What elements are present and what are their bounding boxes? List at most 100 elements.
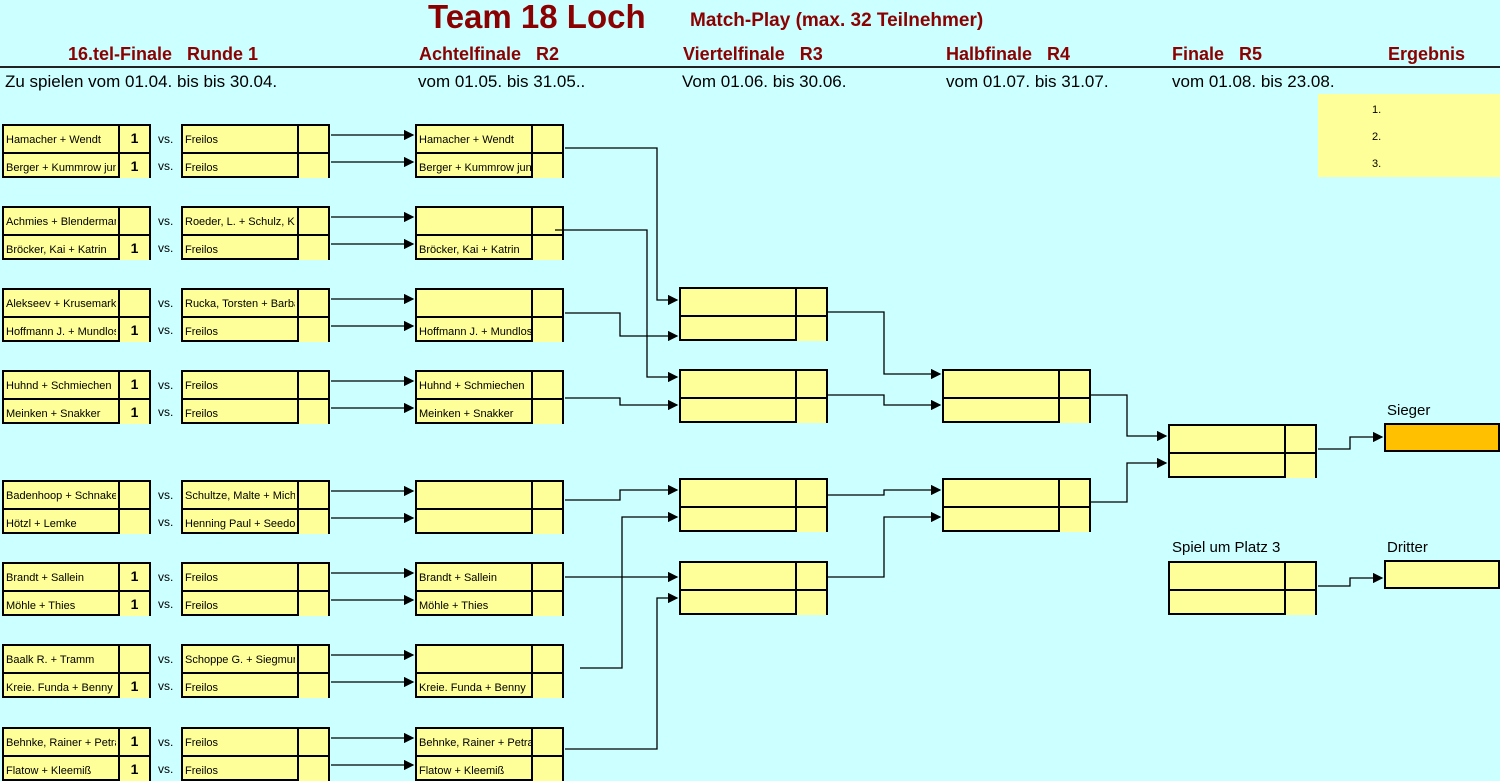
score-cell[interactable] bbox=[118, 510, 149, 534]
score-cell[interactable]: 1 bbox=[118, 564, 149, 590]
match-slot[interactable] bbox=[1170, 563, 1315, 589]
match-slot[interactable] bbox=[417, 290, 562, 316]
score-cell[interactable] bbox=[297, 372, 328, 398]
match-slot[interactable] bbox=[944, 480, 1089, 506]
match-slot[interactable]: Berger + Kummrow jun.1 bbox=[4, 152, 149, 178]
match-slot[interactable] bbox=[1170, 426, 1315, 452]
score-cell[interactable] bbox=[1284, 591, 1315, 615]
match-slot[interactable]: Freilos bbox=[183, 316, 328, 342]
score-cell[interactable]: 1 bbox=[118, 757, 149, 781]
match-slot[interactable] bbox=[681, 480, 826, 506]
match-slot[interactable] bbox=[944, 506, 1089, 532]
match-slot[interactable] bbox=[944, 397, 1089, 423]
score-cell[interactable] bbox=[795, 508, 826, 532]
match-slot[interactable]: Meinken + Snakker bbox=[417, 398, 562, 424]
score-cell[interactable]: 1 bbox=[118, 372, 149, 398]
match-slot[interactable]: Huhnd + Schmiechen bbox=[417, 372, 562, 398]
match-slot[interactable] bbox=[681, 289, 826, 315]
score-cell[interactable] bbox=[531, 400, 562, 424]
score-cell[interactable] bbox=[297, 482, 328, 508]
match-slot[interactable] bbox=[1170, 452, 1315, 478]
score-cell[interactable]: 1 bbox=[118, 400, 149, 424]
match-slot[interactable]: Behnke, Rainer + Petra bbox=[417, 729, 562, 755]
score-cell[interactable] bbox=[795, 371, 826, 397]
match-slot[interactable]: Schultze, Malte + Michael bbox=[183, 482, 328, 508]
match-slot[interactable]: Hötzl + Lemke bbox=[4, 508, 149, 534]
score-cell[interactable] bbox=[118, 482, 149, 508]
score-cell[interactable] bbox=[297, 318, 328, 342]
score-cell[interactable] bbox=[297, 510, 328, 534]
match-slot[interactable]: Freilos bbox=[183, 672, 328, 698]
score-cell[interactable]: 1 bbox=[118, 729, 149, 755]
score-cell[interactable] bbox=[297, 646, 328, 672]
match-slot[interactable]: Freilos bbox=[183, 152, 328, 178]
score-cell[interactable] bbox=[531, 154, 562, 178]
match-slot[interactable] bbox=[681, 589, 826, 615]
score-cell[interactable]: 1 bbox=[118, 592, 149, 616]
match-slot[interactable]: Rucka, Torsten + Barbara bbox=[183, 290, 328, 316]
score-cell[interactable] bbox=[297, 154, 328, 178]
score-cell[interactable] bbox=[297, 674, 328, 698]
match-slot[interactable] bbox=[681, 506, 826, 532]
match-slot[interactable] bbox=[681, 397, 826, 423]
score-cell[interactable] bbox=[531, 592, 562, 616]
score-cell[interactable] bbox=[297, 208, 328, 234]
score-cell[interactable] bbox=[1284, 426, 1315, 452]
score-cell[interactable] bbox=[1284, 454, 1315, 478]
score-cell[interactable] bbox=[118, 208, 149, 234]
match-slot[interactable]: Henning Paul + Seedorf bbox=[183, 508, 328, 534]
match-slot[interactable]: Möhle + Thies bbox=[417, 590, 562, 616]
match-slot[interactable]: Freilos bbox=[183, 234, 328, 260]
score-cell[interactable] bbox=[1058, 371, 1089, 397]
third-cell[interactable] bbox=[1384, 560, 1500, 589]
score-cell[interactable] bbox=[795, 399, 826, 423]
match-slot[interactable]: Hamacher + Wendt bbox=[417, 126, 562, 152]
score-cell[interactable] bbox=[118, 290, 149, 316]
score-cell[interactable] bbox=[531, 126, 562, 152]
score-cell[interactable] bbox=[531, 236, 562, 260]
score-cell[interactable]: 1 bbox=[118, 126, 149, 152]
match-slot[interactable]: Roeder, L. + Schulz, K. bbox=[183, 208, 328, 234]
match-slot[interactable]: Schoppe G. + Siegmund T. bbox=[183, 646, 328, 672]
match-slot[interactable] bbox=[944, 371, 1089, 397]
match-slot[interactable]: Hoffmann J. + Mundlos M.1 bbox=[4, 316, 149, 342]
score-cell[interactable]: 1 bbox=[118, 318, 149, 342]
match-slot[interactable] bbox=[681, 371, 826, 397]
score-cell[interactable]: 1 bbox=[118, 674, 149, 698]
match-slot[interactable] bbox=[417, 508, 562, 534]
match-slot[interactable] bbox=[681, 315, 826, 341]
match-slot[interactable]: Kreie. Funda + Benny bbox=[417, 672, 562, 698]
match-slot[interactable]: Hoffmann J. + Mundlos M. bbox=[417, 316, 562, 342]
match-slot[interactable]: Bröcker, Kai + Katrin bbox=[417, 234, 562, 260]
match-slot[interactable]: Freilos bbox=[183, 590, 328, 616]
score-cell[interactable] bbox=[531, 482, 562, 508]
score-cell[interactable] bbox=[531, 674, 562, 698]
score-cell[interactable] bbox=[531, 290, 562, 316]
score-cell[interactable] bbox=[1058, 508, 1089, 532]
score-cell[interactable] bbox=[1284, 563, 1315, 589]
match-slot[interactable]: Freilos bbox=[183, 755, 328, 781]
score-cell[interactable] bbox=[297, 126, 328, 152]
match-slot[interactable] bbox=[681, 563, 826, 589]
score-cell[interactable] bbox=[297, 290, 328, 316]
match-slot[interactable]: Alekseev + Krusemark bbox=[4, 290, 149, 316]
match-slot[interactable] bbox=[417, 482, 562, 508]
score-cell[interactable] bbox=[297, 400, 328, 424]
match-slot[interactable]: Badenhoop + Schnakenberg bbox=[4, 482, 149, 508]
score-cell[interactable]: 1 bbox=[118, 154, 149, 178]
match-slot[interactable] bbox=[417, 646, 562, 672]
score-cell[interactable] bbox=[795, 317, 826, 341]
match-slot[interactable]: Achmies + Blendermann bbox=[4, 208, 149, 234]
match-slot[interactable]: Freilos bbox=[183, 372, 328, 398]
score-cell[interactable] bbox=[531, 729, 562, 755]
score-cell[interactable] bbox=[531, 646, 562, 672]
score-cell[interactable] bbox=[795, 591, 826, 615]
score-cell[interactable]: 1 bbox=[118, 236, 149, 260]
score-cell[interactable] bbox=[795, 289, 826, 315]
